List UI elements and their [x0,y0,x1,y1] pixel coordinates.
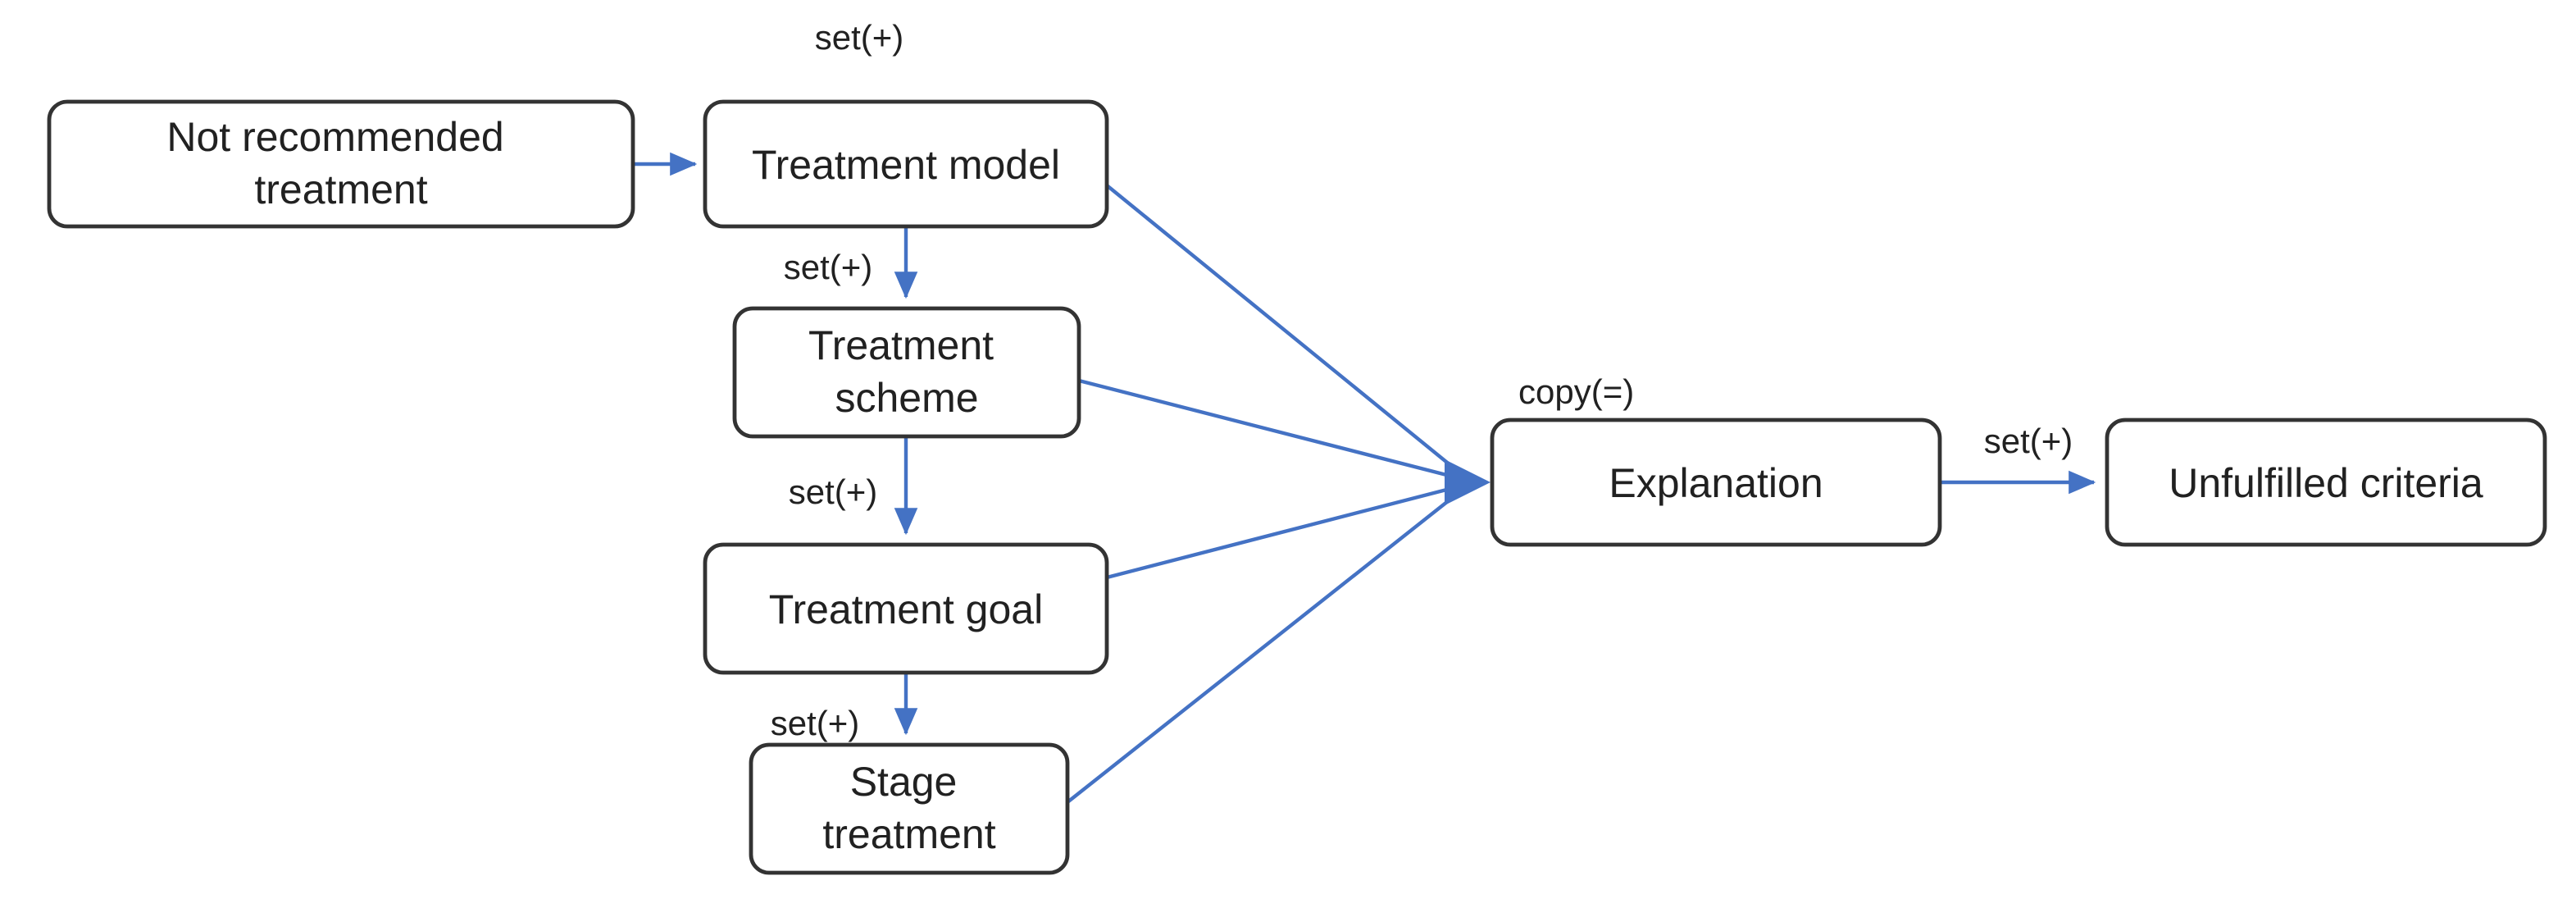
op-label-explanation: copy(=) [1518,372,1634,411]
edge-scheme-to-explanation [1078,378,1457,480]
edges [633,152,2096,804]
converge-arrowhead-icon [1445,459,1491,505]
node-treatment-goal-box [703,542,1109,675]
op-label-unfulfilled-criteria: set(+) [1984,422,2073,460]
node-not-recommended-treatment: Not recommended treatment [47,99,635,229]
node-treatment-model: Treatment model [703,99,1109,229]
op-label-treatment-model: set(+) [815,18,904,57]
node-treatment-scheme-box [732,306,1081,439]
edge-stage-to-explanation [1066,491,1461,804]
node-treatment-model-box [703,99,1109,229]
op-label-stage-treatment: set(+) [771,704,860,742]
node-explanation-label: Explanation [1609,460,1823,506]
node-unfulfilled-criteria: Unfulfilled criteria [2105,418,2547,547]
op-label-treatment-goal: set(+) [789,472,878,511]
node-explanation-box [1490,418,1942,547]
node-stage-treatment-box [749,742,1070,875]
node-not-recommended-treatment-box [47,99,635,229]
node-stage-treatment-label: Stage treatment [822,759,995,857]
node-unfulfilled-criteria-label: Unfulfilled criteria [2169,460,2483,506]
node-treatment-model-label: Treatment model [752,142,1060,188]
edge-goal-to-explanation [1106,485,1457,580]
node-treatment-scheme-label: Treatment scheme [808,322,1005,421]
node-treatment-scheme: Treatment scheme [732,306,1081,439]
node-treatment-goal: Treatment goal [703,542,1109,675]
edge-model-to-explanation [1105,184,1461,474]
node-unfulfilled-criteria-box [2105,418,2547,547]
op-label-treatment-scheme: set(+) [784,248,873,286]
node-stage-treatment: Stage treatment [749,742,1070,875]
node-treatment-goal-label: Treatment goal [769,586,1043,632]
node-explanation: Explanation [1490,418,1942,547]
node-not-recommended-treatment-label: Not recommended treatment [166,114,515,212]
